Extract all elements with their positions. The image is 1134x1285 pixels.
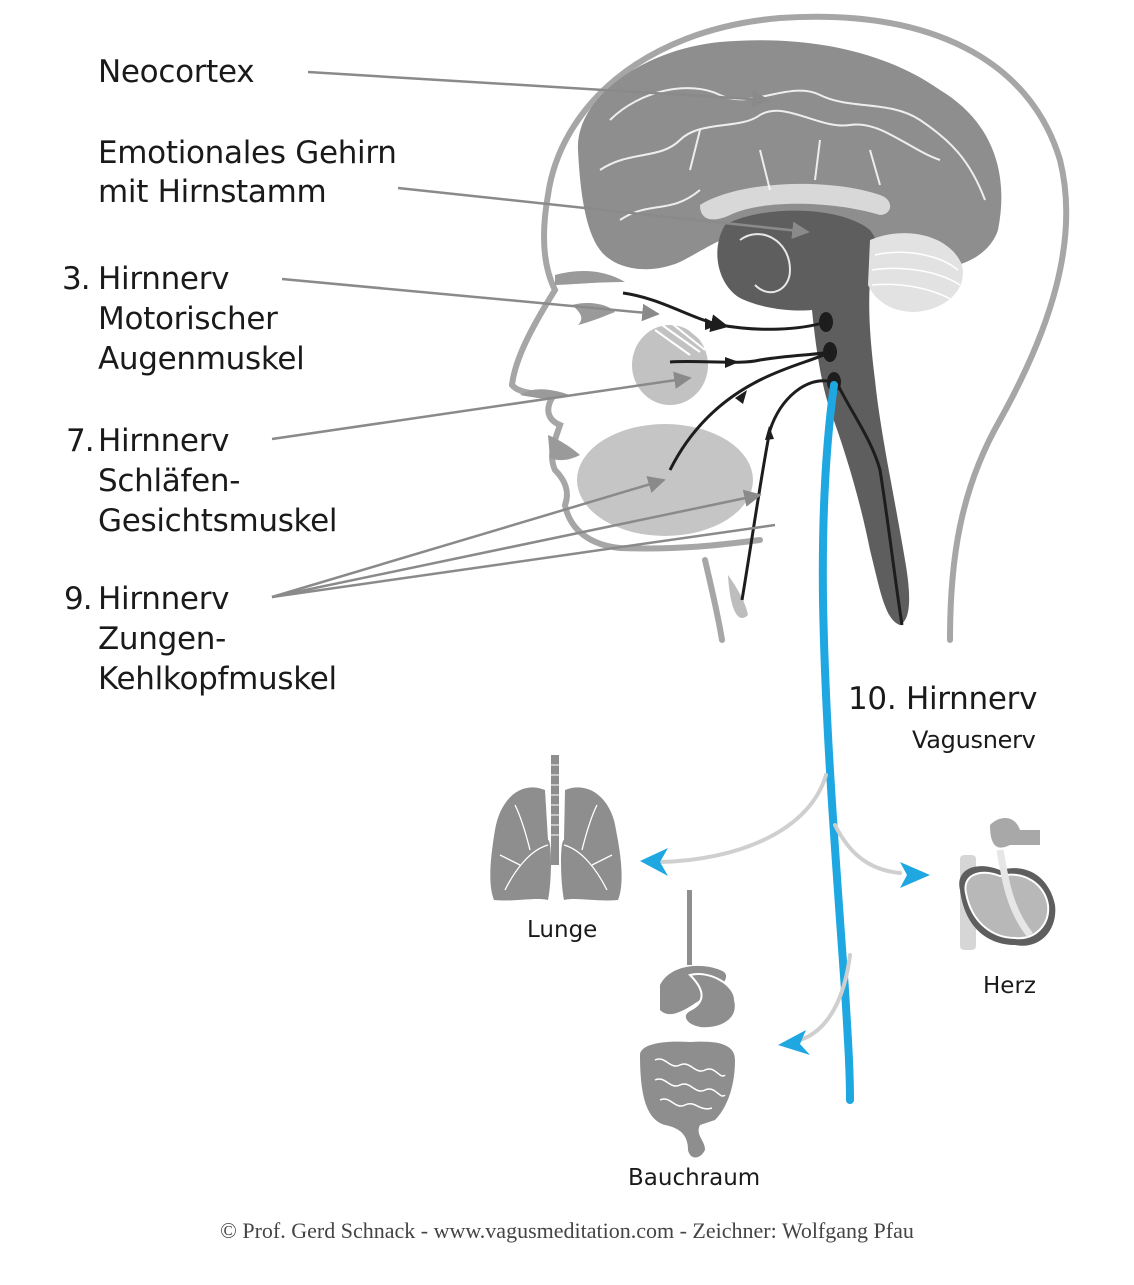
organ-branches	[658, 773, 902, 1042]
eye-muscle-fibers	[654, 321, 709, 356]
limbic-brainstem	[717, 210, 910, 625]
pointer-emotional-brain	[397, 186, 810, 240]
neocortex-shape	[577, 40, 1002, 270]
pointer-nerve9-c	[271, 523, 776, 599]
vagus-nerve	[818, 381, 854, 1104]
cerebellum-folds	[871, 251, 961, 301]
label-neocortex: Neocortex	[98, 54, 255, 90]
label-heart: Herz	[983, 973, 1036, 999]
heart-icon	[959, 818, 1056, 950]
nerve7-path-lower	[668, 350, 831, 471]
label-nerve7-line1: Schläfen-	[98, 463, 241, 499]
label-emotional-brain-line2: mit Hirnstamm	[98, 174, 327, 210]
branch-lung	[658, 773, 828, 864]
nerve-direction-arrows	[705, 318, 774, 440]
label-nerve9-line1: Zungen-	[98, 621, 227, 657]
nerve3-path	[622, 291, 827, 333]
label-nerve3-number: 3.	[62, 261, 91, 297]
pointer-nerve7	[271, 371, 692, 441]
label-nerve3-line2: Augenmuskel	[98, 341, 305, 377]
arrow-abdomen	[778, 1030, 810, 1055]
branch-heart	[833, 823, 902, 875]
branch-abdomen	[798, 953, 852, 1042]
label-nerve9-line2: Kehlkopfmuskel	[98, 661, 337, 697]
eye-muscle-area	[632, 325, 708, 405]
nerve7-path-upper	[669, 350, 831, 364]
label-nerve10-subtitle: Vagusnerv	[912, 726, 1036, 754]
brain-gyri	[599, 87, 986, 294]
abdomen-icon	[640, 890, 737, 1158]
organ-arrowheads	[640, 848, 930, 1055]
label-abdomen: Bauchraum	[628, 1165, 761, 1191]
label-lung: Lunge	[527, 917, 598, 943]
label-emotional-brain-line1: Emotionales Gehirn	[98, 135, 397, 171]
label-nerve10-title: 10. Hirnnerv	[848, 681, 1038, 717]
label-nerve3-title: Hirnnerv	[98, 261, 230, 297]
arrow-lung	[640, 848, 668, 876]
label-nerve3-line1: Motorischer	[98, 301, 278, 337]
lung-icon	[490, 755, 622, 901]
pointer-lines	[271, 70, 810, 599]
corpus-callosum	[700, 183, 891, 220]
label-nerve9-title: Hirnnerv	[98, 581, 230, 617]
facial-muscle-area	[577, 424, 753, 536]
label-nerve9-number: 9.	[64, 581, 93, 617]
pointer-neocortex	[307, 70, 770, 108]
arrow-heart	[900, 862, 930, 888]
label-nerve7-line2: Gesichtsmuskel	[98, 503, 338, 539]
label-nerve7-number: 7.	[66, 423, 95, 459]
pointer-nerve9-b	[271, 489, 762, 599]
pointer-nerve9-a	[271, 476, 666, 599]
pointer-nerve3	[281, 277, 660, 322]
label-nerve7-title: Hirnnerv	[98, 423, 230, 459]
brainstem-nerve	[836, 384, 904, 626]
copyright-footer: © Prof. Gerd Schnack - www.vagusmeditati…	[220, 1218, 914, 1243]
brain	[577, 40, 1002, 625]
